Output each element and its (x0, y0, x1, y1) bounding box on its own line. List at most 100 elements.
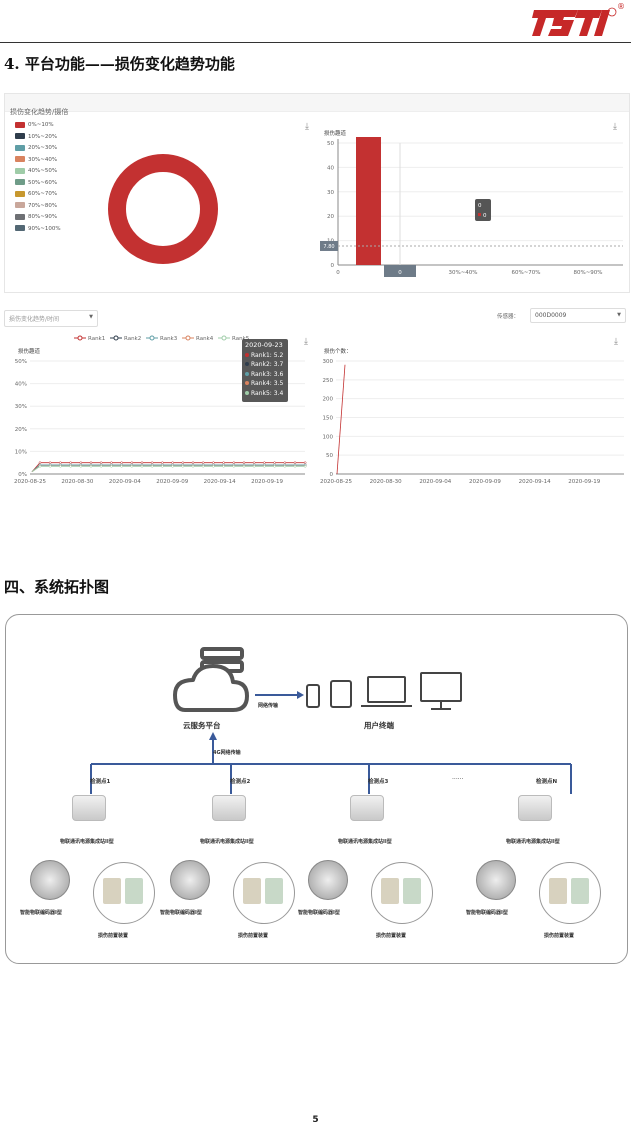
series-point[interactable] (89, 465, 93, 468)
series-point[interactable] (140, 461, 144, 464)
series-point[interactable] (171, 465, 174, 468)
series-point[interactable] (161, 465, 164, 468)
series-point[interactable] (293, 465, 297, 468)
legend-label: Rank2 (124, 336, 141, 342)
x-tick-label: 2020-08-30 (61, 479, 93, 485)
legend-item[interactable]: 60%~70% (15, 190, 57, 198)
legend-item[interactable]: 80%~90% (15, 213, 57, 221)
point-label: 检测点1 (90, 779, 111, 785)
series-point[interactable] (120, 461, 123, 464)
series-point[interactable] (293, 461, 297, 464)
laptop-icon (361, 676, 412, 707)
bar-0-10[interactable] (356, 137, 381, 265)
download-icon[interactable]: ⤓ (613, 122, 617, 132)
series-point[interactable] (69, 465, 72, 468)
ellipsis-label: ······ (452, 776, 464, 783)
series-point[interactable] (252, 461, 256, 464)
pie-slice-0-10[interactable] (108, 154, 218, 264)
series-point[interactable] (273, 465, 276, 468)
damage-device-icon (103, 878, 121, 904)
tick-label: 10% (15, 449, 27, 455)
series-point[interactable] (201, 461, 205, 464)
legend-item[interactable]: 70%~80% (15, 202, 57, 210)
series-point[interactable] (232, 465, 236, 468)
legend-item[interactable]: 0%~10% (15, 121, 54, 129)
bar-negative[interactable] (384, 265, 416, 277)
series-point[interactable] (130, 465, 134, 468)
series-point[interactable] (212, 461, 215, 464)
series-point[interactable] (171, 461, 174, 464)
legend-item[interactable]: 10%~20% (15, 133, 57, 141)
download-icon[interactable]: ⤓ (614, 337, 618, 347)
count-series-line[interactable] (336, 364, 346, 475)
series-point[interactable] (191, 465, 195, 468)
legend-label: Rank4 (196, 336, 214, 342)
series-point[interactable] (59, 465, 62, 468)
x-tick-label: 2020-09-09 (469, 479, 501, 485)
series-point[interactable] (191, 461, 195, 464)
series-point[interactable] (232, 461, 236, 464)
header-rule (0, 42, 631, 43)
legend-item[interactable]: 30%~40% (15, 156, 57, 164)
series-point[interactable] (79, 461, 83, 464)
station-device-icon (212, 795, 246, 821)
series-point[interactable] (263, 465, 266, 468)
series-point[interactable] (48, 461, 52, 464)
series-line-rank5[interactable] (31, 465, 306, 473)
series-point[interactable] (59, 461, 62, 464)
legend-label: 90%~100% (28, 225, 61, 232)
series-point[interactable] (110, 465, 113, 468)
series-point[interactable] (273, 461, 276, 464)
series-point[interactable] (242, 461, 246, 464)
line1-ylabel: 损伤趣道 (18, 347, 41, 355)
series-point[interactable] (130, 461, 134, 464)
series-point[interactable] (150, 465, 154, 468)
marker-badge (320, 240, 338, 251)
legend-label: 20%~30% (28, 145, 58, 151)
sensor-select[interactable]: 000D0009 ▼ (530, 308, 626, 323)
series-point[interactable] (283, 465, 287, 468)
series-point[interactable] (252, 465, 256, 468)
series-point[interactable] (212, 465, 215, 468)
legend-item[interactable]: 50%~60% (15, 179, 57, 187)
series-point[interactable] (38, 465, 42, 468)
series-point[interactable] (99, 465, 103, 468)
series-point[interactable] (283, 461, 287, 464)
series-point[interactable] (69, 461, 72, 464)
download-icon[interactable]: ⤓ (304, 337, 308, 347)
device-label: 损伤前置装置 (238, 933, 269, 939)
legend-item[interactable]: 90%~100% (15, 225, 61, 233)
4g-label: 4G网络传输 (213, 750, 241, 756)
download-icon[interactable]: ⤓ (305, 122, 309, 132)
series-point[interactable] (79, 465, 83, 468)
series-point[interactable] (89, 461, 93, 464)
series-point[interactable] (222, 465, 225, 468)
series-point[interactable] (263, 461, 266, 464)
x-tick-label: 2020-09-09 (156, 479, 188, 485)
series-point[interactable] (222, 461, 225, 464)
legend-item[interactable]: 20%~30% (15, 144, 57, 152)
series-point[interactable] (161, 461, 164, 464)
series-point[interactable] (120, 465, 123, 468)
series-point[interactable] (201, 465, 205, 468)
series-point[interactable] (181, 461, 185, 464)
series-point[interactable] (303, 461, 307, 464)
series-point[interactable] (48, 465, 52, 468)
legend-swatch (15, 156, 25, 162)
series-point[interactable] (242, 465, 246, 468)
legend-item[interactable]: 40%~50% (15, 167, 57, 175)
series-point[interactable] (303, 465, 307, 468)
series-point[interactable] (38, 461, 42, 464)
x-tick-label: 2020-09-14 (519, 479, 551, 485)
point-label: 检测点2 (230, 779, 251, 785)
series-line-rank3[interactable] (31, 464, 306, 473)
series-point[interactable] (99, 461, 103, 464)
series-point[interactable] (140, 465, 144, 468)
series-line-rank1[interactable] (31, 462, 306, 473)
trend-select[interactable]: 损伤变化趋势/时间 ▼ (4, 310, 98, 327)
series-point[interactable] (181, 465, 185, 468)
series-point[interactable] (110, 461, 113, 464)
series-point[interactable] (150, 461, 154, 464)
topology-diagram (5, 614, 628, 964)
